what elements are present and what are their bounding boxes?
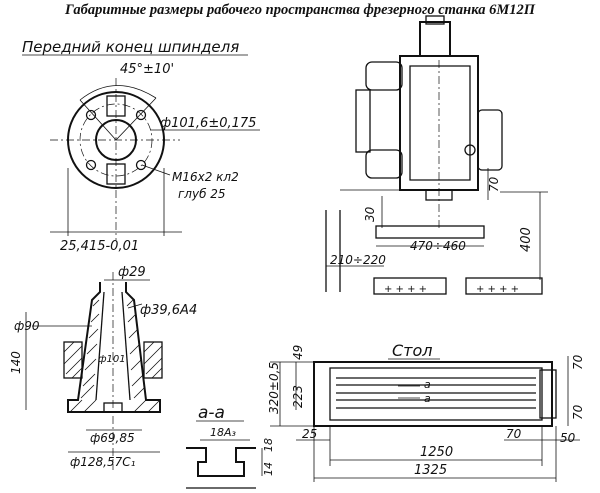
key-slot-bottom xyxy=(106,163,126,185)
handle-housing xyxy=(477,109,503,171)
flange-outer xyxy=(67,91,165,189)
bolt-hole xyxy=(85,109,97,121)
dim-70-c: 70 xyxy=(506,427,522,441)
angle-dim: 45°±10' xyxy=(120,62,174,77)
thread-depth: глуб 25 xyxy=(178,187,226,201)
dim-400: 400 xyxy=(519,227,534,252)
bolt-hole xyxy=(135,159,147,171)
dim-1250: 1250 xyxy=(420,445,453,460)
key-width-dim: 25,415-0,01 xyxy=(60,239,139,254)
head-inner xyxy=(409,65,471,181)
dim-50: 50 xyxy=(560,431,576,445)
dim-210-220: 210÷220 xyxy=(330,253,386,267)
bearing-hatching xyxy=(63,341,163,379)
table-block-right xyxy=(465,277,543,295)
side-plate xyxy=(355,89,371,153)
dia-90: ф90 xyxy=(14,319,40,333)
table-block-left xyxy=(373,277,447,295)
flange-hatching xyxy=(69,399,161,413)
taper-left xyxy=(95,291,105,401)
bolt-hole xyxy=(85,159,97,171)
shaft-cap xyxy=(425,15,445,25)
section-a-a: а-а 18А₃ 18 14 xyxy=(186,403,275,489)
dim-470-460: 470÷460 xyxy=(410,239,466,253)
table-plan-view: Стол а а 49 320±0,5 223 xyxy=(267,341,585,482)
dim-70-b: 70 xyxy=(571,404,585,420)
taper-right xyxy=(121,291,131,401)
bolt-hole xyxy=(135,109,147,121)
drawing-title: Габаритные размеры рабочего пространства… xyxy=(64,2,536,18)
handle-knob xyxy=(464,144,476,156)
spindle-bore xyxy=(95,119,137,161)
dim-140: 140 xyxy=(9,351,23,374)
section-mark-a2: а xyxy=(424,392,431,405)
top-shaft xyxy=(419,21,451,57)
upper-lug xyxy=(365,61,403,91)
slot-width: 18А₃ xyxy=(210,426,237,439)
plus-marks: + + + + xyxy=(476,284,519,295)
bearing-left xyxy=(63,341,83,379)
section-mark-a1: а xyxy=(424,378,431,391)
dia-12857: ф128,57С₁ xyxy=(70,455,136,469)
dim-14: 14 xyxy=(262,462,275,476)
angle-arc xyxy=(79,85,157,101)
dia-6985: ф69,85 xyxy=(90,431,135,445)
table-working-surface xyxy=(329,367,543,421)
bolt-circle-dim: ф101,6±0,175 xyxy=(160,116,256,131)
section-label: а-а xyxy=(198,403,225,423)
bearing-right xyxy=(143,341,163,379)
dim-1325: 1325 xyxy=(414,463,447,478)
table-label: Стол xyxy=(392,341,433,360)
dim-70-a: 70 xyxy=(571,354,585,370)
table-outline xyxy=(313,361,553,427)
head-housing xyxy=(399,55,479,191)
t-slot-profile xyxy=(186,447,256,477)
bolt-circle xyxy=(79,103,153,177)
thread-spec: M16х2 кл2 xyxy=(172,170,239,184)
key-slot-top xyxy=(106,95,126,117)
dim-49: 49 xyxy=(291,345,305,360)
dia-396: ф39,6А4 xyxy=(140,303,197,318)
machine-side-view: + + + + + + + + 70 30 400 470÷460 210÷22… xyxy=(325,15,548,295)
spindle-section: ф29 ф39,6А4 xyxy=(9,265,197,470)
dim-70-side: 70 xyxy=(487,176,501,192)
dim-223: 223 xyxy=(291,385,305,408)
drive-key xyxy=(103,402,123,413)
dim-18: 18 xyxy=(262,438,275,452)
spindle-end-label: Передний конец шпинделя xyxy=(22,38,239,56)
table-end-right xyxy=(539,369,557,419)
dia-101: ф101 xyxy=(98,354,126,365)
wall-hatching xyxy=(80,299,146,399)
angle-leg-left xyxy=(79,99,117,141)
plus-marks: + + + + xyxy=(384,284,427,295)
lower-lug xyxy=(365,149,403,179)
dim-25: 25 xyxy=(302,427,317,441)
table-top xyxy=(375,225,485,239)
dim-320: 320±0,5 xyxy=(267,362,281,414)
thread-leader xyxy=(141,164,171,176)
dim-30: 30 xyxy=(363,206,377,222)
dia-29: ф29 xyxy=(118,265,146,280)
spindle-front-view: Передний конец шпинделя 45°±10' xyxy=(22,38,260,254)
